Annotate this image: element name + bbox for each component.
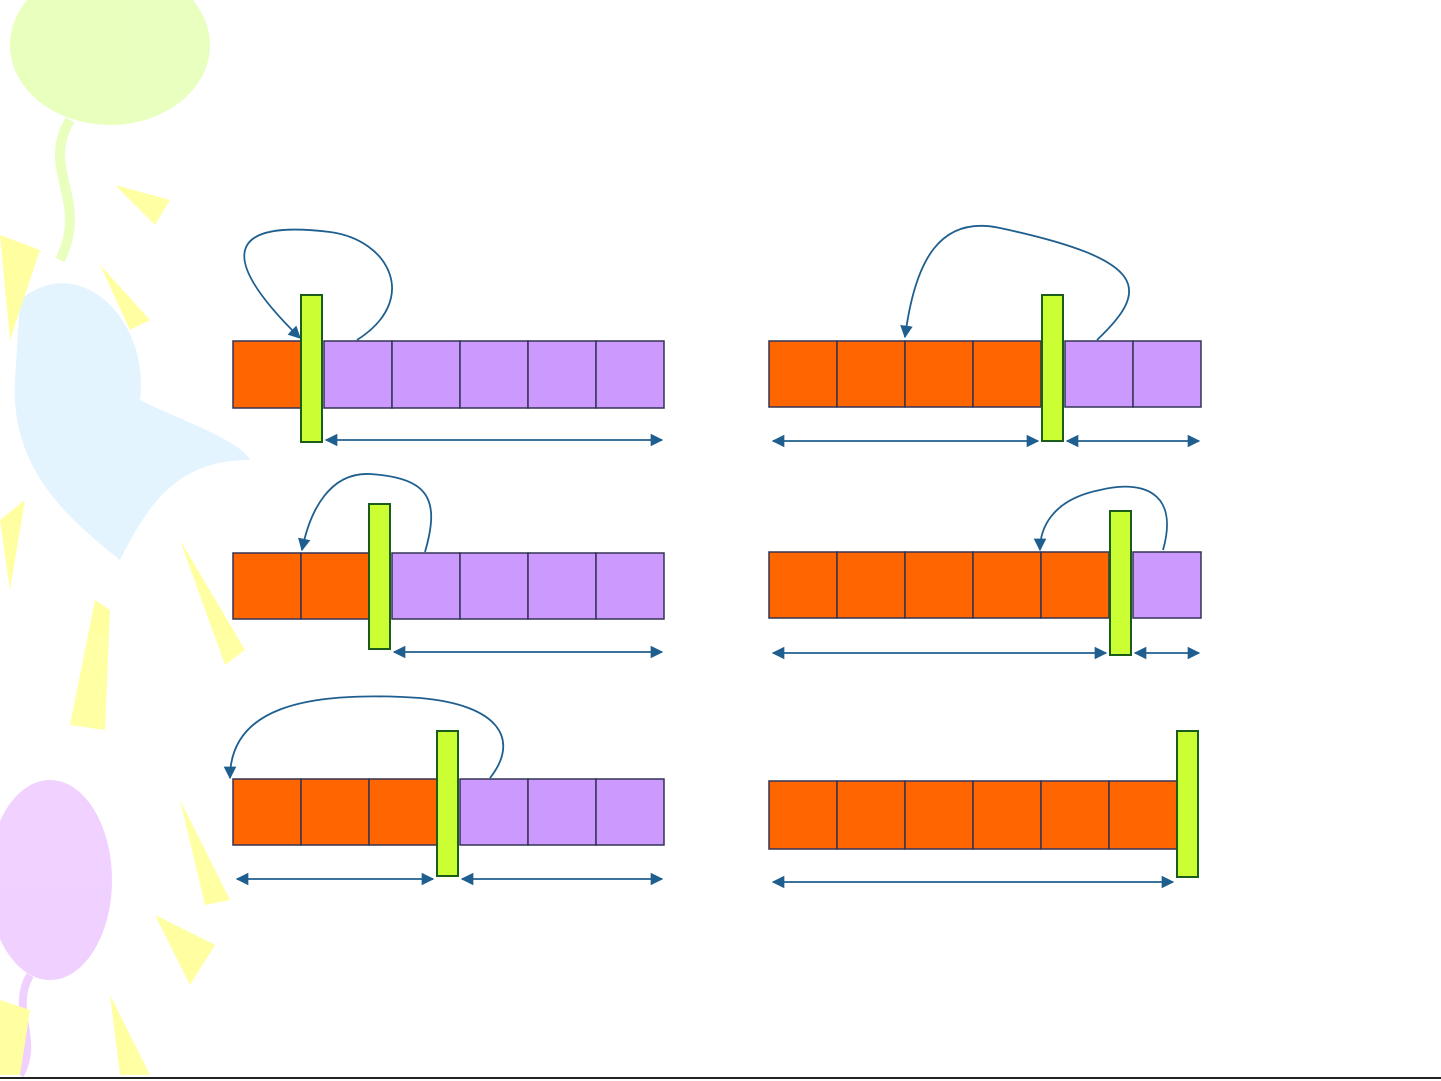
sorted-cell bbox=[301, 779, 369, 845]
green-balloon-icon bbox=[10, 0, 210, 125]
unsorted-cell bbox=[528, 553, 596, 619]
sorted-cell bbox=[233, 779, 301, 845]
unsorted-cell bbox=[1133, 341, 1201, 407]
sorted-cell bbox=[1109, 781, 1177, 849]
background-decoration bbox=[0, 0, 250, 1075]
divider-bar bbox=[1042, 295, 1063, 441]
sorted-cell bbox=[769, 781, 837, 849]
unsorted-cell bbox=[460, 553, 528, 619]
sorted-cell bbox=[905, 341, 973, 407]
unsorted-cell bbox=[460, 341, 528, 408]
sort-step-1 bbox=[233, 230, 664, 442]
sort-step-2 bbox=[233, 474, 664, 652]
sorted-cell bbox=[837, 552, 905, 618]
unsorted-cell bbox=[1065, 341, 1133, 407]
sorted-cell bbox=[837, 341, 905, 407]
sort-step-5 bbox=[769, 487, 1201, 655]
unsorted-cell bbox=[460, 779, 528, 845]
unsorted-cell bbox=[392, 553, 460, 619]
unsorted-cell bbox=[324, 341, 392, 408]
sorted-cell bbox=[769, 341, 837, 407]
sort-step-6 bbox=[769, 731, 1198, 882]
sorted-cell bbox=[973, 552, 1041, 618]
sorted-cell bbox=[233, 553, 301, 619]
confetti-icon bbox=[0, 500, 25, 590]
confetti-icon bbox=[115, 185, 170, 225]
divider-bar bbox=[1110, 511, 1131, 655]
insert-arrow-icon bbox=[230, 696, 503, 778]
sort-step-4 bbox=[769, 226, 1201, 441]
sorted-cell bbox=[905, 781, 973, 849]
sorted-cell bbox=[837, 781, 905, 849]
insert-arrow-icon bbox=[302, 474, 431, 552]
sorted-cell bbox=[1041, 552, 1109, 618]
sorted-cell bbox=[769, 552, 837, 618]
insert-arrow-icon bbox=[905, 226, 1129, 340]
pink-balloon-icon bbox=[0, 780, 112, 980]
bottom-border bbox=[0, 1077, 1441, 1079]
unsorted-cell bbox=[596, 553, 664, 619]
insert-arrow-icon bbox=[1040, 487, 1167, 550]
sort-step-3 bbox=[230, 696, 664, 879]
confetti-icon bbox=[180, 800, 230, 905]
unsorted-cell bbox=[528, 779, 596, 845]
unsorted-cell bbox=[1133, 552, 1201, 618]
sorted-cell bbox=[1041, 781, 1109, 849]
sorted-cell bbox=[905, 552, 973, 618]
divider-bar bbox=[369, 504, 390, 649]
divider-bar bbox=[437, 731, 458, 876]
sort-steps bbox=[230, 226, 1201, 882]
sorted-cell bbox=[973, 341, 1041, 407]
sorted-cell bbox=[301, 553, 369, 619]
unsorted-cell bbox=[392, 341, 460, 408]
confetti-icon bbox=[110, 995, 150, 1075]
green-balloon-string bbox=[60, 120, 70, 260]
unsorted-cell bbox=[596, 341, 664, 408]
divider-bar bbox=[1177, 731, 1198, 877]
confetti-icon bbox=[155, 915, 215, 985]
sorted-cell bbox=[233, 341, 301, 408]
sorted-cell bbox=[973, 781, 1041, 849]
divider-bar bbox=[301, 295, 322, 442]
confetti-icon bbox=[70, 600, 110, 730]
unsorted-cell bbox=[528, 341, 596, 408]
sorted-cell bbox=[369, 779, 437, 845]
unsorted-cell bbox=[596, 779, 664, 845]
